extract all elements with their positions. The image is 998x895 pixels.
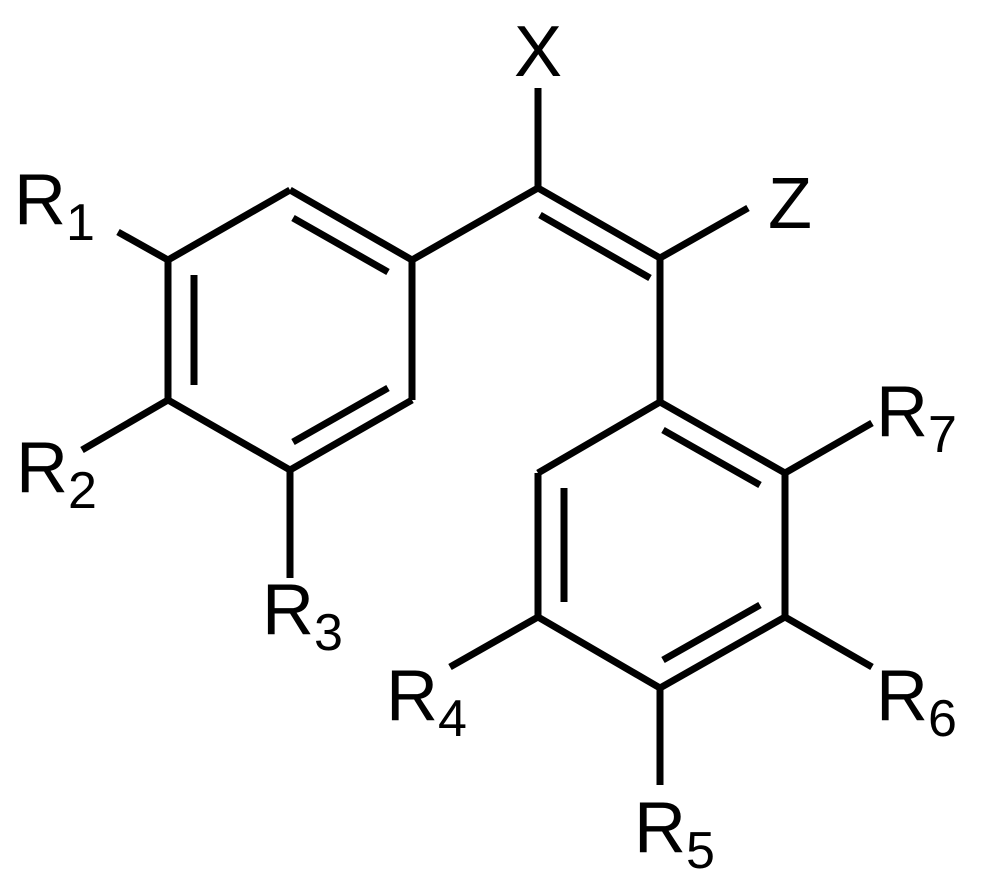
label-r2-main: R bbox=[16, 428, 68, 508]
double-bond-inner-right-ring-b bbox=[661, 601, 762, 664]
label-r5-sub: 5 bbox=[686, 822, 715, 880]
right-benzene-ring bbox=[534, 398, 789, 692]
left-benzene-ring bbox=[164, 186, 416, 474]
double-bond-inner-left-ring-a bbox=[291, 214, 390, 276]
label-r3: R3 bbox=[262, 570, 343, 662]
bond-left-ring-6 bbox=[166, 186, 292, 264]
double-bond-inner-left-ring-b bbox=[291, 384, 390, 446]
bond-left-ring-1 bbox=[288, 186, 414, 264]
label-r1-main: R bbox=[14, 160, 66, 240]
bond-right-ring-6 bbox=[536, 398, 662, 477]
label-r3-main: R bbox=[262, 570, 314, 650]
label-r6-sub: 6 bbox=[928, 690, 957, 748]
label-r4: R4 bbox=[386, 656, 467, 748]
label-r4-sub: 4 bbox=[438, 690, 467, 748]
bond-r4 bbox=[448, 613, 540, 671]
label-r3-sub: 3 bbox=[314, 604, 343, 662]
bond-right-ring-3 bbox=[658, 613, 787, 692]
label-x: X bbox=[514, 12, 562, 92]
bond-r2 bbox=[80, 396, 170, 454]
label-r6-main: R bbox=[876, 656, 928, 736]
label-r7: R7 bbox=[876, 372, 957, 464]
label-z: Z bbox=[768, 164, 812, 244]
label-r2-sub: 2 bbox=[68, 462, 97, 520]
bond-r7 bbox=[783, 419, 874, 477]
bond-left-ring-4 bbox=[166, 396, 292, 474]
label-r2: R2 bbox=[16, 428, 97, 520]
label-r7-sub: 7 bbox=[928, 406, 957, 464]
label-r4-main: R bbox=[386, 656, 438, 736]
bond-r1 bbox=[116, 228, 170, 264]
bond-left-ring-3 bbox=[288, 396, 414, 474]
bond-z bbox=[658, 204, 750, 262]
label-r1-sub: 1 bbox=[66, 194, 95, 252]
bond-right-ring-4 bbox=[536, 613, 662, 692]
bond-r6 bbox=[783, 613, 874, 671]
label-r5-main: R bbox=[634, 788, 686, 868]
bond-ring-to-vinyl bbox=[410, 184, 540, 264]
label-r1: R1 bbox=[14, 160, 95, 252]
double-bond-inner-right-ring-a bbox=[661, 426, 762, 489]
label-r7-main: R bbox=[876, 372, 928, 452]
label-r5: R5 bbox=[634, 788, 715, 880]
label-r6: R6 bbox=[876, 656, 957, 748]
bond-vinyl-double-outer bbox=[536, 184, 662, 262]
bond-right-ring-1 bbox=[658, 398, 787, 477]
bond-vinyl-double-inner bbox=[538, 211, 652, 282]
